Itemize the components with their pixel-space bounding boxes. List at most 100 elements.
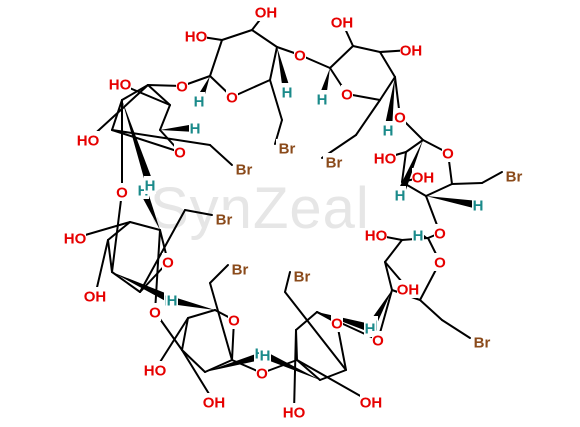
ring-bond bbox=[401, 151, 407, 183]
ring-bond bbox=[251, 29, 278, 48]
hydroxyl-label: OH bbox=[331, 15, 354, 32]
bridge-oxygen-label: O bbox=[372, 333, 384, 350]
ring-bond bbox=[425, 183, 453, 197]
glycosidic-bond bbox=[111, 191, 123, 273]
ring-bond bbox=[231, 79, 271, 98]
ring-bond bbox=[147, 84, 171, 106]
ring-bond bbox=[204, 359, 233, 373]
label-background bbox=[412, 226, 424, 244]
ch2-bond bbox=[284, 291, 347, 371]
ch2-bond bbox=[269, 79, 283, 121]
ch2-bond bbox=[209, 282, 233, 361]
ring-bond bbox=[329, 45, 354, 69]
bromine-label: Br bbox=[279, 141, 296, 158]
label-background bbox=[109, 75, 131, 93]
ring-bond bbox=[111, 99, 123, 131]
hydrogen-label: H bbox=[383, 123, 394, 140]
ring-bond bbox=[121, 84, 149, 101]
label-background bbox=[323, 153, 345, 171]
ring-bond bbox=[111, 129, 181, 153]
label-background bbox=[331, 13, 353, 31]
hydrogen-label: H bbox=[167, 293, 178, 310]
label-background bbox=[281, 83, 293, 101]
hydrogen-label: H bbox=[138, 183, 149, 200]
ring-bond bbox=[405, 139, 424, 153]
bromine-label: Br bbox=[326, 155, 343, 172]
ring-oxygen-label: O bbox=[331, 316, 343, 333]
hydrogen-label: H bbox=[365, 321, 376, 338]
stereo-wedge bbox=[426, 196, 479, 209]
label-background bbox=[259, 346, 271, 364]
label-background bbox=[442, 144, 454, 162]
hydroxyl-label: OH bbox=[397, 282, 420, 299]
label-background bbox=[77, 131, 99, 149]
bridge-oxygen-label: O bbox=[116, 185, 128, 202]
label-background bbox=[294, 46, 306, 64]
hydrogen-label: H bbox=[317, 92, 328, 109]
label-background bbox=[472, 196, 484, 214]
ch2-br-bond bbox=[209, 144, 233, 166]
label-background bbox=[174, 143, 186, 161]
label-background bbox=[291, 267, 313, 285]
label-background bbox=[394, 108, 406, 126]
bridge-oxygen-label: O bbox=[176, 79, 188, 96]
hydroxyl-label: OH bbox=[400, 43, 423, 60]
hydroxyl-label: HO bbox=[374, 151, 397, 168]
label-background bbox=[397, 280, 419, 298]
hydroxyl-label: HO bbox=[77, 133, 100, 150]
ch2-bond bbox=[111, 129, 211, 146]
label-background bbox=[166, 291, 178, 309]
ring-oxygen-label: O bbox=[174, 145, 186, 162]
ring-bond bbox=[352, 45, 381, 53]
ring-bond bbox=[159, 104, 171, 131]
ring-bond bbox=[221, 29, 253, 41]
ch2-bond bbox=[451, 182, 483, 185]
bromine-label: Br bbox=[236, 162, 253, 179]
label-background bbox=[434, 253, 446, 271]
hydrogen-label: H bbox=[413, 228, 424, 245]
ch2-br-bond bbox=[481, 171, 503, 184]
ring-bond bbox=[384, 261, 393, 291]
label-background bbox=[226, 88, 238, 106]
label-background bbox=[382, 121, 394, 139]
label-background bbox=[341, 85, 353, 103]
label-background bbox=[233, 160, 255, 178]
ch2-br-bond bbox=[441, 319, 471, 339]
hydroxyl-label: HO bbox=[109, 77, 132, 94]
ring-bond bbox=[107, 239, 113, 273]
bridge-oxygen-label: O bbox=[434, 226, 446, 243]
bromine-label: Br bbox=[506, 169, 523, 186]
label-background bbox=[149, 303, 161, 321]
hydroxyl-label: OH bbox=[255, 5, 278, 22]
label-background bbox=[228, 311, 240, 329]
hydrogen-label: H bbox=[190, 121, 201, 138]
label-background bbox=[185, 27, 207, 45]
label-background bbox=[400, 41, 422, 59]
ch2-br-bond bbox=[209, 264, 229, 284]
ch2-br-bond bbox=[184, 209, 213, 216]
label-background bbox=[144, 361, 166, 379]
ring-oxygen-label: O bbox=[228, 313, 240, 330]
hydroxyl-label: OH bbox=[412, 170, 435, 187]
stereo-wedge bbox=[169, 296, 215, 310]
hydroxyl-label: OH bbox=[203, 395, 226, 412]
ch2-bond bbox=[139, 209, 186, 293]
stereo-wedge bbox=[122, 100, 154, 187]
label-background bbox=[412, 168, 434, 186]
ch2-bond bbox=[419, 299, 443, 321]
label-background bbox=[503, 167, 525, 185]
ring-bond bbox=[129, 221, 161, 231]
ring-oxygen-label: O bbox=[226, 90, 238, 107]
hydroxyl-label: HO bbox=[144, 363, 167, 380]
ring-oxygen-label: O bbox=[442, 146, 454, 163]
label-background bbox=[360, 393, 382, 411]
bromine-label: Br bbox=[232, 262, 249, 279]
ring-bond bbox=[379, 51, 396, 78]
label-background bbox=[162, 253, 174, 271]
ring-bond bbox=[269, 46, 278, 81]
ring-oxygen-label: O bbox=[434, 255, 446, 272]
ring-bond bbox=[384, 239, 403, 263]
hydroxyl-label: HO bbox=[185, 29, 208, 46]
hydroxyl-label: OH bbox=[84, 289, 107, 306]
